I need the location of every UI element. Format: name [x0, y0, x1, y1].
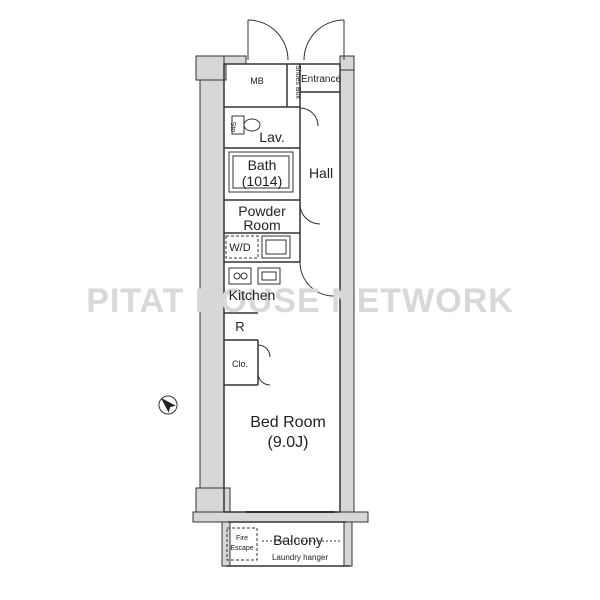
fixtures — [225, 115, 340, 561]
lav-label: Lav. — [259, 129, 284, 145]
bathtub-icon — [228, 151, 294, 193]
stove-icon — [228, 267, 252, 285]
north-arrow-icon — [158, 395, 178, 415]
sto-label: Sto — [229, 122, 236, 133]
refrigerator-label: R — [235, 319, 244, 334]
powder-room-label-line2: Room — [243, 217, 280, 233]
entrance-label: Entrance — [301, 74, 341, 85]
fire-escape-label-line2: Escape — [230, 545, 253, 552]
wd-label: W/D — [229, 242, 250, 254]
bath-label: Bath — [248, 157, 277, 173]
laundry-hanger-label: Laundry hanger — [272, 553, 328, 562]
balcony-label: Balcony — [273, 532, 323, 548]
mb-label: MB — [250, 76, 264, 86]
watermark: PITAT HOUSE NETWORK — [86, 282, 514, 320]
bath-size-label: (1014) — [242, 173, 282, 189]
doors — [246, 19, 345, 513]
bedroom-size-label: (9.0J) — [268, 434, 309, 451]
fire-escape-hatch-icon — [226, 527, 258, 561]
closet-label: Clo. — [232, 359, 248, 369]
powder-room-label-line1: Powder — [238, 203, 286, 219]
fire-escape-label-line1: Fire — [236, 535, 248, 542]
sink-icon — [257, 267, 281, 285]
washer-space-icon — [225, 235, 259, 259]
room-labels: MB Shoes Box Entrance Sto Lav. Bath (101… — [229, 65, 342, 562]
bedroom-label: Bed Room — [250, 414, 326, 431]
hall-label: Hall — [309, 165, 333, 181]
washbasin-icon — [261, 235, 291, 259]
kitchen-label: Kitchen — [229, 287, 276, 303]
shoes-box-label: Shoes Box — [294, 65, 301, 99]
